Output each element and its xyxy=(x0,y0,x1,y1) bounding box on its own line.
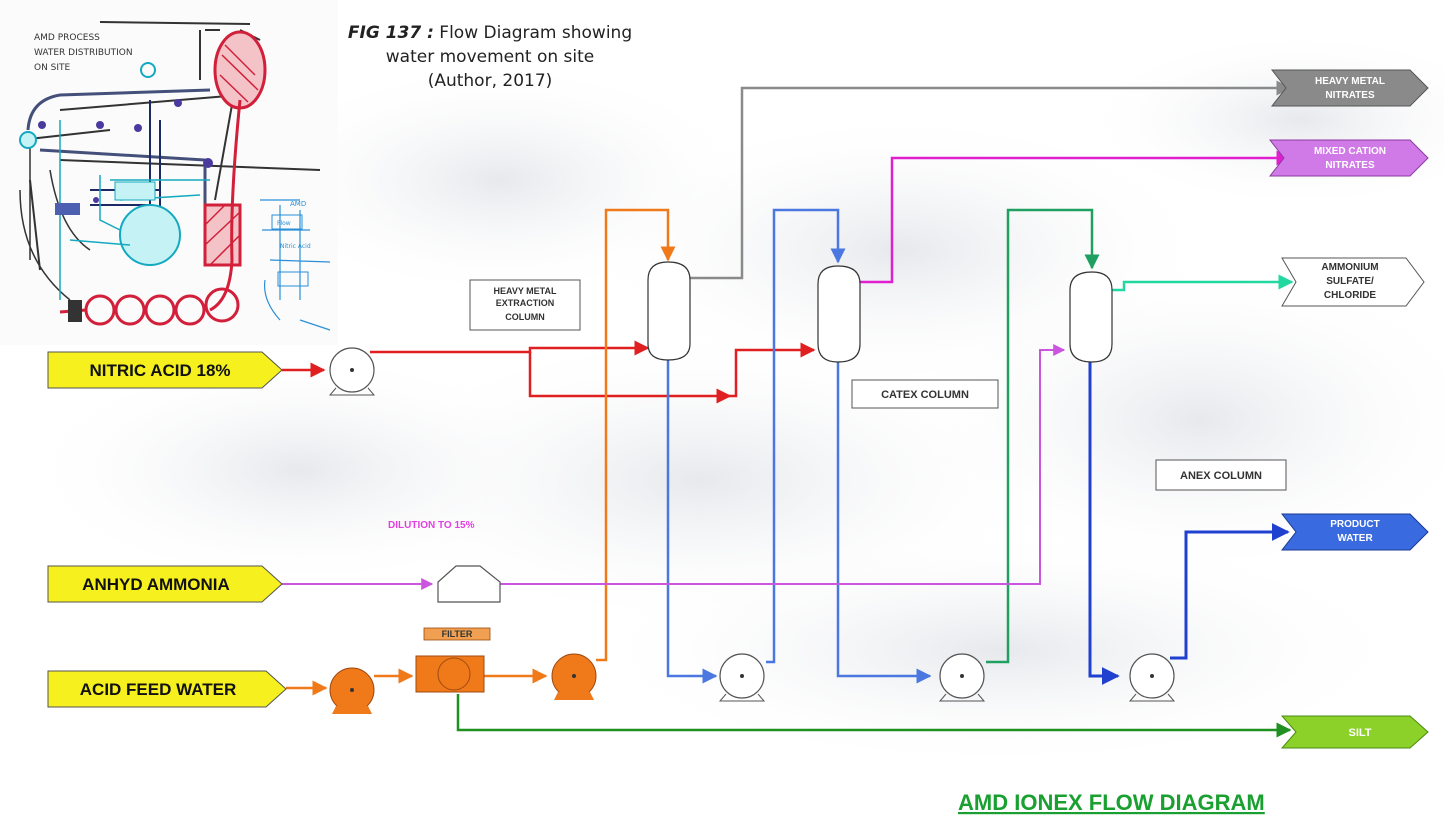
input-acid-feed-water: ACID FEED WATER xyxy=(47,670,287,708)
output-product-line2: WATER xyxy=(1337,533,1373,544)
cloud-background xyxy=(20,30,1444,770)
pump-1 xyxy=(718,653,766,702)
anex-feed-lines xyxy=(986,208,1100,664)
ammonium-line xyxy=(1112,274,1294,292)
feed-water-lines xyxy=(286,208,676,696)
anex-column xyxy=(1069,271,1113,363)
sketch-note-line1: AMD PROCESS xyxy=(34,33,100,43)
hand-sketch: AMD PROCESS WATER DISTRIBUTION ON SITE A… xyxy=(0,0,338,345)
booster-pump xyxy=(551,653,597,700)
ammonia-lines xyxy=(282,344,1066,590)
output-ammonium-line2: SULFATE/ xyxy=(1326,276,1374,287)
heavy-col-label-1: HEAVY METAL xyxy=(493,286,557,296)
filter-label: FILTER xyxy=(442,629,473,639)
output-product-line1: PRODUCT xyxy=(1330,519,1379,530)
output-mixed-line2: NITRATES xyxy=(1325,160,1375,171)
sketch-mini-flow: Flow xyxy=(277,220,291,227)
catex-feed-lines xyxy=(666,208,932,684)
output-heavy-line1: HEAVY METAL xyxy=(1315,76,1385,87)
catex-column xyxy=(817,265,861,363)
silt-line xyxy=(456,694,1292,738)
catex-column-label: CATEX COLUMN xyxy=(851,379,999,409)
input-anhyd-ammonia: ANHYD AMMONIA xyxy=(47,565,283,603)
pump-3 xyxy=(1128,653,1176,702)
caption-line2: water movement on site xyxy=(386,47,594,67)
output-ammonium-line1: AMMONIUM xyxy=(1321,262,1378,273)
sketch-mini-amd: AMD xyxy=(290,200,306,208)
anex-label: ANEX COLUMN xyxy=(1180,470,1262,482)
caption-line3: (Author, 2017) xyxy=(428,71,553,91)
output-mixed-cation-nitrates: MIXED CATION NITRATES xyxy=(1268,139,1429,177)
heavy-metal-column-label: HEAVY METAL EXTRACTION COLUMN xyxy=(469,279,581,331)
sketch-mini-nitric: Nitric Acid xyxy=(280,243,311,250)
svg-text:FIG 137 : Flow Diagram: FIG 137 : Flow Diagram showing xyxy=(348,23,632,43)
anex-column-label: ANEX COLUMN xyxy=(1155,459,1287,491)
nitric-pump xyxy=(328,347,376,396)
input-nitric-acid: NITRIC ACID 18% xyxy=(47,351,283,389)
output-ammonium-line3: CHLORIDE xyxy=(1324,290,1377,301)
caption-fig-label: FIG 137 : xyxy=(348,23,434,43)
output-mixed-line1: MIXED CATION xyxy=(1314,146,1386,157)
output-heavy-metal-nitrates: HEAVY METAL NITRATES xyxy=(1270,69,1429,107)
caption-line1: Flow Diagram showing xyxy=(439,23,632,43)
mixed-cation-line xyxy=(860,150,1292,284)
product-water-lines xyxy=(1088,360,1290,685)
heavy-metal-extraction-column xyxy=(647,261,691,361)
output-heavy-line2: NITRATES xyxy=(1325,90,1375,101)
output-product-water: PRODUCT WATER xyxy=(1280,513,1429,551)
catex-label: CATEX COLUMN xyxy=(881,389,969,401)
pump-2 xyxy=(938,653,986,702)
dilution-label: DILUTION TO 15% xyxy=(388,520,475,531)
output-silt: SILT xyxy=(1280,715,1429,749)
heavy-metal-line xyxy=(690,80,1292,280)
diagram-title: AMD IONEX FLOW DIAGRAM xyxy=(958,790,1265,815)
filter-unit: FILTER xyxy=(415,627,491,693)
heavy-col-label-3: COLUMN xyxy=(505,312,545,322)
sketch-note-line2: WATER DISTRIBUTION xyxy=(34,48,133,58)
input-nitric-label: NITRIC ACID 18% xyxy=(89,361,230,380)
figure-caption: FIG 137 : Flow Diagram showing water mov… xyxy=(348,23,632,91)
heavy-col-label-2: EXTRACTION xyxy=(496,298,555,308)
output-ammonium-sulfate-chloride: AMMONIUM SULFATE/ CHLORIDE xyxy=(1281,257,1425,307)
output-silt-label: SILT xyxy=(1348,727,1371,739)
input-feed-label: ACID FEED WATER xyxy=(80,680,236,699)
sketch-note-line3: ON SITE xyxy=(34,63,71,73)
ammonia-tank xyxy=(437,565,501,603)
feed-pump xyxy=(329,667,375,714)
input-ammonia-label: ANHYD AMMONIA xyxy=(82,575,230,594)
